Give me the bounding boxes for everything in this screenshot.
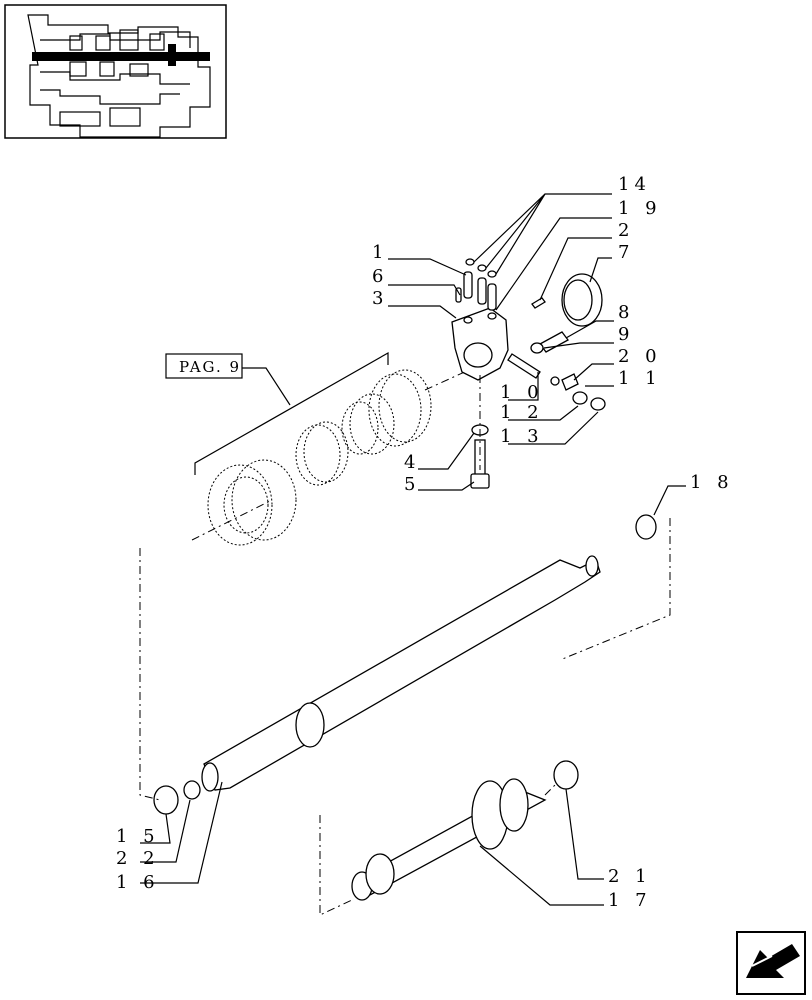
- small-pin: [531, 297, 546, 309]
- page-reference-label: PAG. 9: [179, 358, 241, 376]
- seal-ring: [561, 273, 603, 327]
- next-page-arrow-icon[interactable]: [736, 931, 806, 995]
- callout-4: 4: [404, 452, 420, 473]
- callout-5: 5: [404, 474, 420, 495]
- callout-9: 9: [618, 324, 634, 345]
- callout-2: 2: [618, 220, 634, 241]
- callout-11: 1 1: [618, 368, 662, 389]
- callout-22: 2 2: [116, 848, 160, 869]
- page-reference-box[interactable]: PAG. 9: [165, 353, 243, 379]
- callout-21: 2 1: [608, 866, 652, 887]
- callout-18: 1 8: [690, 472, 734, 493]
- main-shaft: [201, 555, 601, 792]
- callout-15: 1 5: [116, 826, 160, 847]
- transmission-overview-icon: [4, 4, 227, 139]
- shift-fork: [451, 307, 509, 381]
- detent-parts: [507, 353, 606, 411]
- callout-12: 1 2: [500, 402, 544, 423]
- bolt-and-washer: [530, 331, 569, 354]
- gear-assembly-reference: [207, 369, 432, 546]
- callout-13: 1 3: [500, 426, 544, 447]
- roll-pins: [455, 258, 497, 311]
- callout-10: 1 0: [500, 382, 544, 403]
- callout-17: 1 7: [608, 890, 652, 911]
- callout-6: 6: [372, 266, 388, 287]
- leader-lines: [140, 193, 686, 906]
- callout-14: 14: [618, 174, 651, 195]
- callout-8: 8: [618, 302, 634, 323]
- callout-3: 3: [372, 288, 388, 309]
- callout-20: 2 0: [618, 346, 662, 367]
- callout-16: 1 6: [116, 872, 160, 893]
- callout-7: 7: [618, 242, 634, 263]
- lower-shaft: [351, 778, 547, 901]
- callout-19: 1 9: [618, 198, 662, 219]
- lower-snap-ring: [553, 760, 579, 790]
- shaft-snap-rings: [153, 514, 657, 815]
- callout-labels: 14 1 9 2 7 1 6 3 8 9 2 0 1 0 1 1 1 2 1 3…: [116, 174, 734, 911]
- callout-1: 1: [372, 242, 388, 263]
